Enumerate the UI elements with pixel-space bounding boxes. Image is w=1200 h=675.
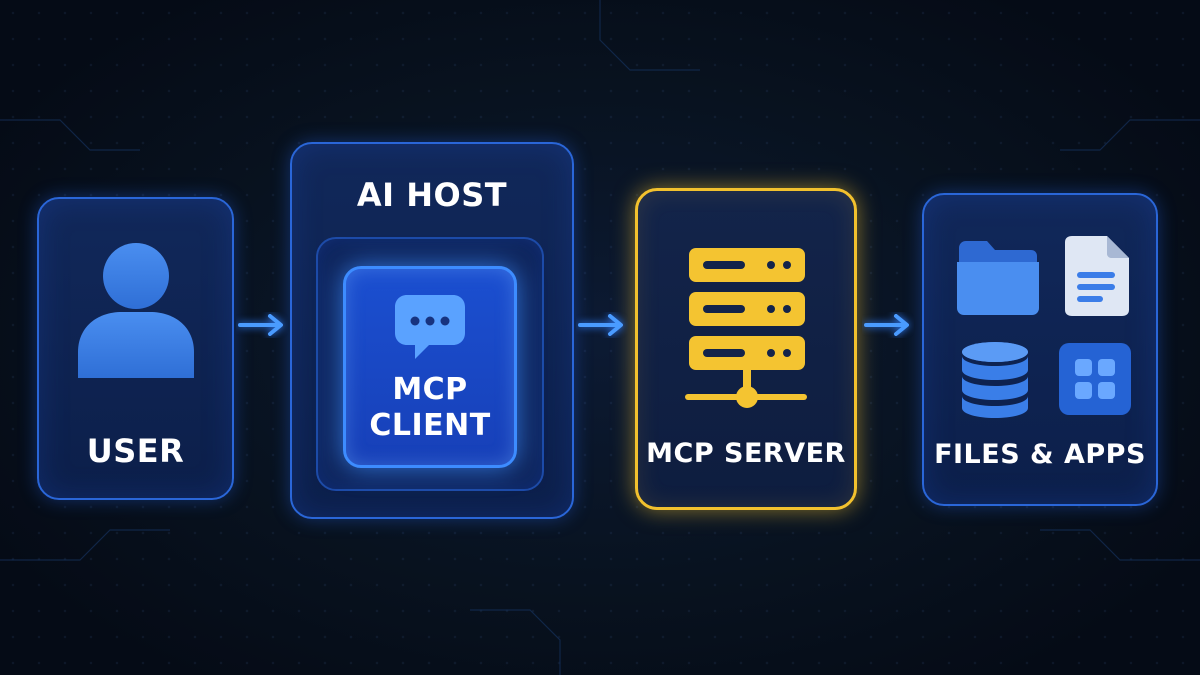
apps-grid-icon bbox=[1059, 343, 1131, 415]
mcp-server-label: MCP SERVER bbox=[646, 438, 846, 469]
mcp-client-label-line2: CLIENT bbox=[369, 408, 491, 443]
database-icon bbox=[962, 342, 1028, 418]
mcp-server-node bbox=[635, 188, 857, 510]
ai-host-label: AI HOST bbox=[356, 176, 508, 214]
user-label: USER bbox=[86, 432, 185, 470]
arrow-user-to-host bbox=[238, 314, 283, 336]
server-stack-icon bbox=[685, 248, 807, 408]
folder-icon bbox=[957, 241, 1039, 315]
arrow-host-to-server bbox=[578, 314, 623, 336]
document-icon bbox=[1065, 236, 1129, 316]
mcp-client-label-line1: MCP bbox=[392, 372, 468, 407]
user-icon bbox=[78, 243, 194, 378]
chat-bubble-icon bbox=[395, 295, 465, 359]
mcp-client-label: MCP CLIENT bbox=[343, 372, 517, 444]
files-apps-label: FILES & APPS bbox=[934, 439, 1146, 470]
arrow-server-to-files bbox=[864, 314, 909, 336]
